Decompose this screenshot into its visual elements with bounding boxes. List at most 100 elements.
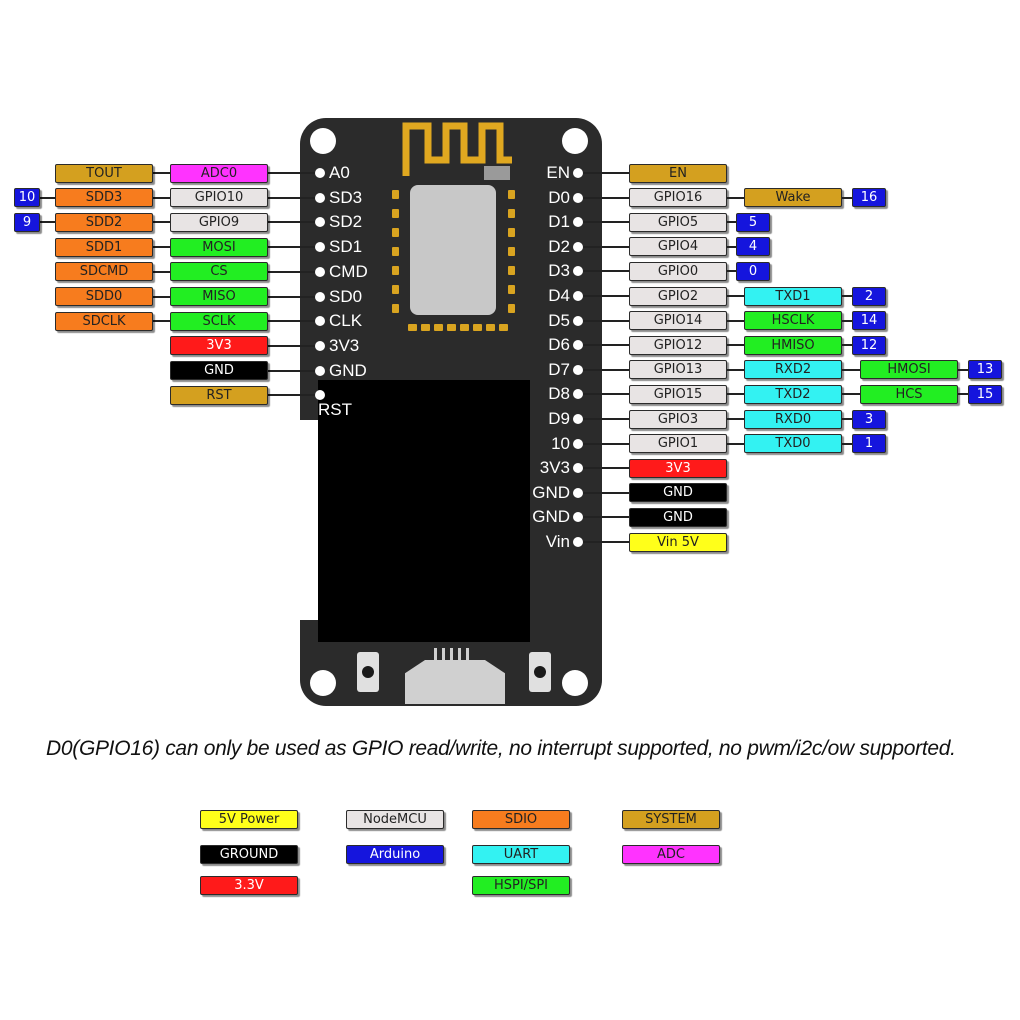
pin-dot xyxy=(573,291,583,301)
label-line xyxy=(727,221,736,224)
pin-label-3v3: 3V3 xyxy=(329,335,360,355)
pin-dot xyxy=(573,266,583,277)
label-line xyxy=(727,245,736,248)
pin-label-d6: D6 xyxy=(548,335,570,355)
pin-tag-14: 14 xyxy=(852,311,886,331)
label-line xyxy=(842,196,852,199)
label-line xyxy=(40,196,55,199)
pin-dot xyxy=(573,438,583,449)
usb-port xyxy=(405,660,505,704)
legend-ground: GROUND xyxy=(200,844,298,864)
legend-hspi-spi: HSPI/SPI xyxy=(472,875,570,895)
pin-line xyxy=(583,221,629,224)
pin-tag-sdclk: SDCLK xyxy=(55,311,153,331)
usb-pin xyxy=(450,648,453,662)
label-line xyxy=(40,221,55,224)
pin-line xyxy=(268,270,315,273)
pin-label-gnd: GND xyxy=(532,507,570,527)
module-shield xyxy=(410,185,496,315)
pin-tag-4: 4 xyxy=(736,237,770,257)
pin-dot xyxy=(315,266,325,277)
pin-line xyxy=(268,394,315,397)
screen-edge xyxy=(300,420,318,620)
pin-line xyxy=(268,246,315,249)
pin-line xyxy=(583,245,629,248)
usb-pin xyxy=(466,648,469,662)
pin-label-sd2: SD2 xyxy=(329,212,363,232)
mount-hole-bottom-left xyxy=(310,670,336,696)
pin-tag-16: 16 xyxy=(852,188,886,208)
pad xyxy=(392,304,399,313)
pin-line xyxy=(583,196,629,199)
pin-line xyxy=(583,319,629,322)
pin-dot xyxy=(573,537,583,547)
pin-line xyxy=(583,541,629,543)
pin-label-d1: D1 xyxy=(548,212,570,232)
pad xyxy=(508,247,515,256)
pin-dot xyxy=(573,364,583,375)
pin-tag-cs: CS xyxy=(170,262,268,282)
pin-tag-0: 0 xyxy=(736,261,770,281)
label-line xyxy=(842,295,852,297)
pad xyxy=(392,266,399,275)
label-line xyxy=(842,393,860,396)
pin-tag-gpio4: GPIO4 xyxy=(629,237,727,257)
label-line xyxy=(842,344,852,347)
pin-tag-mosi: MOSI xyxy=(170,237,268,257)
mount-hole-top-right xyxy=(562,128,588,154)
pin-label-sd1: SD1 xyxy=(329,237,363,257)
pin-dot xyxy=(315,365,325,376)
pin-tag-13: 13 xyxy=(968,360,1002,380)
pad xyxy=(434,324,443,331)
pin-label-sd3: SD3 xyxy=(329,187,363,207)
pin-dot xyxy=(573,389,583,400)
pin-tag-rxd2: RXD2 xyxy=(744,360,842,380)
pin-tag-wake: Wake xyxy=(744,188,842,208)
label-line xyxy=(153,221,170,224)
reset-button xyxy=(357,652,379,692)
pin-line xyxy=(268,295,315,298)
pin-dot xyxy=(573,487,583,498)
pin-tag-3v3: 3V3 xyxy=(170,336,268,356)
pad xyxy=(392,285,399,294)
pad xyxy=(447,324,456,331)
label-line xyxy=(842,368,860,371)
pin-line xyxy=(583,491,629,494)
pad xyxy=(486,324,495,331)
usb-pin xyxy=(434,648,437,662)
mount-hole-top-left xyxy=(310,128,336,154)
pin-tag-gpio3: GPIO3 xyxy=(629,409,727,429)
pin-tag-gpio16: GPIO16 xyxy=(629,188,727,208)
pin-label-d9: D9 xyxy=(548,409,570,428)
label-line xyxy=(727,393,744,396)
pin-tag-5: 5 xyxy=(736,212,770,232)
label-line xyxy=(727,295,744,297)
pin-tag-9: 9 xyxy=(14,212,40,232)
legend-sdio: SDIO xyxy=(472,809,570,829)
pin-tag-sdcmd: SDCMD xyxy=(55,262,153,282)
pad xyxy=(392,190,399,199)
pin-label-vin: Vin xyxy=(545,532,570,551)
pin-tag-gpio12: GPIO12 xyxy=(629,335,727,355)
pin-tag-3: 3 xyxy=(852,409,886,429)
pin-tag-1: 1 xyxy=(852,434,886,454)
pin-line xyxy=(268,320,315,323)
label-line xyxy=(153,320,170,323)
pin-label-3v3: 3V3 xyxy=(539,458,570,478)
pin-tag-sdd3: SDD3 xyxy=(55,188,153,208)
label-line xyxy=(727,196,744,199)
pin-tag-gpio0: GPIO0 xyxy=(629,261,727,281)
pin-dot xyxy=(573,315,583,326)
pin-line xyxy=(268,221,315,224)
pin-line xyxy=(583,270,629,273)
pin-line xyxy=(583,393,629,396)
pin-tag-sdd2: SDD2 xyxy=(55,212,153,232)
pin-dot xyxy=(315,390,325,401)
pin-label-gnd: GND xyxy=(329,360,367,380)
label-line xyxy=(727,368,744,371)
pin-tag-hsclk: HSCLK xyxy=(744,311,842,331)
label-line xyxy=(842,418,852,420)
label-line xyxy=(727,344,744,347)
pin-dot xyxy=(315,340,325,351)
mount-hole-bottom-right xyxy=(562,670,588,696)
